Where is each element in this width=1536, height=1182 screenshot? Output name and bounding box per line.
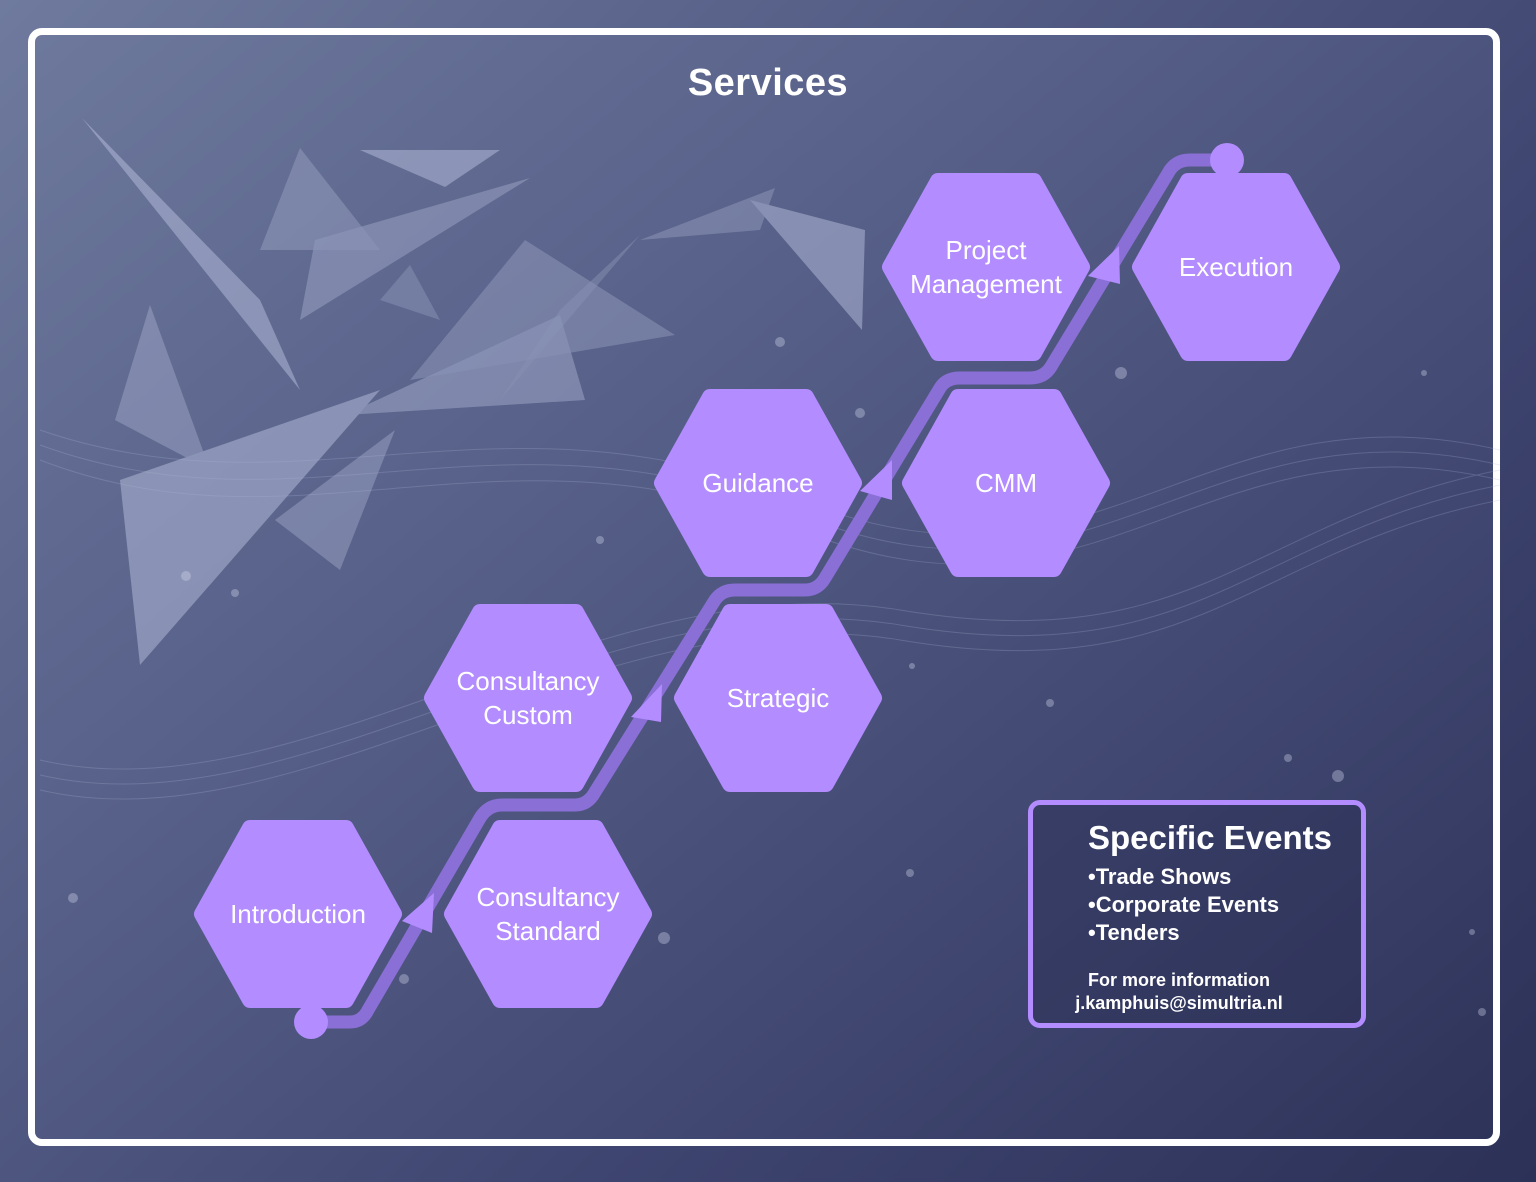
path-arrow-2: [631, 684, 662, 722]
hexagon-project-management: [882, 173, 1090, 361]
events-info: For more information j.kamphuis@simultri…: [1033, 969, 1325, 1015]
hexagon-execution: [1132, 173, 1340, 361]
events-item: Corporate Events: [1088, 891, 1279, 919]
specific-events-box: Specific Events Trade Shows Corporate Ev…: [1028, 800, 1366, 1028]
events-item: Tenders: [1088, 919, 1279, 947]
path-arrow-1: [402, 893, 434, 933]
path-arrow-3: [860, 460, 892, 500]
events-list: Trade Shows Corporate Events Tenders: [1088, 863, 1279, 947]
hexagon-consultancy-standard: [444, 820, 652, 1008]
progress-path: [303, 153, 1233, 1029]
hexagon-consultancy-custom: [424, 604, 632, 792]
info-email: j.kamphuis@simultria.nl: [1075, 993, 1283, 1013]
events-title: Specific Events: [1088, 819, 1332, 856]
path-arrow-4: [1088, 246, 1120, 284]
events-item: Trade Shows: [1088, 863, 1279, 891]
hexagon-strategic: [674, 604, 882, 792]
hexagon-introduction: [194, 820, 402, 1008]
info-label: For more information: [1087, 970, 1270, 990]
page-title: Services: [687, 62, 849, 104]
hexagon-cmm: [902, 389, 1110, 577]
path-end-dot: [1210, 143, 1244, 177]
path-start-dot: [294, 1005, 328, 1039]
hexagon-guidance: [654, 389, 862, 577]
